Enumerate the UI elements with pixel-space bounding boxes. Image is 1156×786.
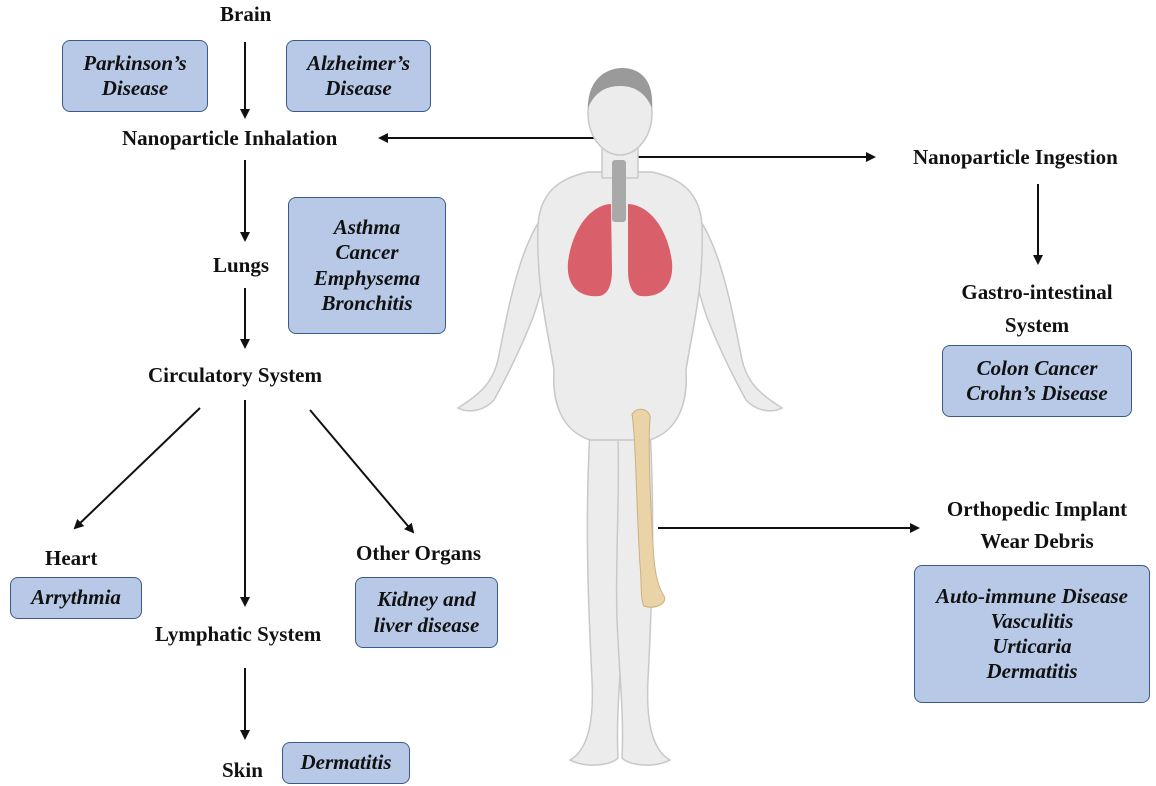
box-orthopedic-diseases: Auto-immune Disease Vasculitis Urticaria… bbox=[914, 565, 1150, 703]
label-other-organs: Other Organs bbox=[356, 541, 481, 565]
left-leg bbox=[570, 430, 623, 765]
box-skin-diseases: Dermatitis bbox=[282, 742, 410, 784]
box-skin-line-1: Dermatitis bbox=[300, 750, 391, 775]
gi-line-1: Gastro-intestinal bbox=[952, 280, 1122, 304]
box-alzheimers: Alzheimer’s Disease bbox=[286, 40, 431, 112]
box-lungs-line-2: Cancer bbox=[336, 240, 399, 265]
box-lungs-line-1: Asthma bbox=[334, 215, 401, 240]
box-parkinsons-line-1: Parkinson’s bbox=[83, 51, 186, 76]
label-skin: Skin bbox=[222, 758, 263, 782]
label-heart: Heart bbox=[45, 546, 97, 570]
label-brain: Brain bbox=[220, 2, 271, 26]
box-heart-line-1: Arrythmia bbox=[31, 585, 121, 610]
gi-line-2: System bbox=[952, 313, 1122, 337]
box-other-organs-line-2: liver disease bbox=[374, 613, 480, 638]
box-lungs-diseases: Asthma Cancer Emphysema Bronchitis bbox=[288, 197, 446, 334]
box-alzheimers-line-2: Disease bbox=[325, 76, 392, 101]
label-lungs: Lungs bbox=[213, 253, 269, 277]
box-gi-line-2: Crohn’s Disease bbox=[966, 381, 1107, 406]
box-ortho-line-4: Dermatitis bbox=[986, 659, 1077, 684]
box-parkinsons-line-2: Disease bbox=[102, 76, 169, 101]
box-other-organs-line-1: Kidney and bbox=[377, 587, 476, 612]
box-gi-diseases: Colon Cancer Crohn’s Disease bbox=[942, 345, 1132, 417]
label-gastro-intestinal-system: Gastro-intestinal System bbox=[952, 280, 1122, 337]
box-ortho-line-2: Vasculitis bbox=[991, 609, 1074, 634]
label-circulatory-system: Circulatory System bbox=[148, 363, 322, 387]
box-gi-line-1: Colon Cancer bbox=[977, 356, 1098, 381]
label-nanoparticle-ingestion: Nanoparticle Ingestion bbox=[913, 145, 1118, 169]
box-alzheimers-line-1: Alzheimer’s bbox=[307, 51, 410, 76]
box-parkinsons: Parkinson’s Disease bbox=[62, 40, 208, 112]
ortho-line-2: Wear Debris bbox=[930, 529, 1144, 553]
trachea bbox=[612, 160, 626, 222]
label-nanoparticle-inhalation: Nanoparticle Inhalation bbox=[122, 126, 337, 150]
box-ortho-line-1: Auto-immune Disease bbox=[936, 584, 1128, 609]
label-lymphatic-system: Lymphatic System bbox=[155, 622, 321, 646]
label-orthopedic-implant: Orthopedic Implant Wear Debris bbox=[930, 497, 1144, 553]
ortho-line-1: Orthopedic Implant bbox=[930, 497, 1144, 521]
box-ortho-line-3: Urticaria bbox=[992, 634, 1071, 659]
box-other-organs-diseases: Kidney and liver disease bbox=[355, 577, 498, 648]
box-lungs-line-4: Bronchitis bbox=[321, 291, 412, 316]
box-lungs-line-3: Emphysema bbox=[314, 266, 420, 291]
box-heart-diseases: Arrythmia bbox=[10, 577, 142, 619]
